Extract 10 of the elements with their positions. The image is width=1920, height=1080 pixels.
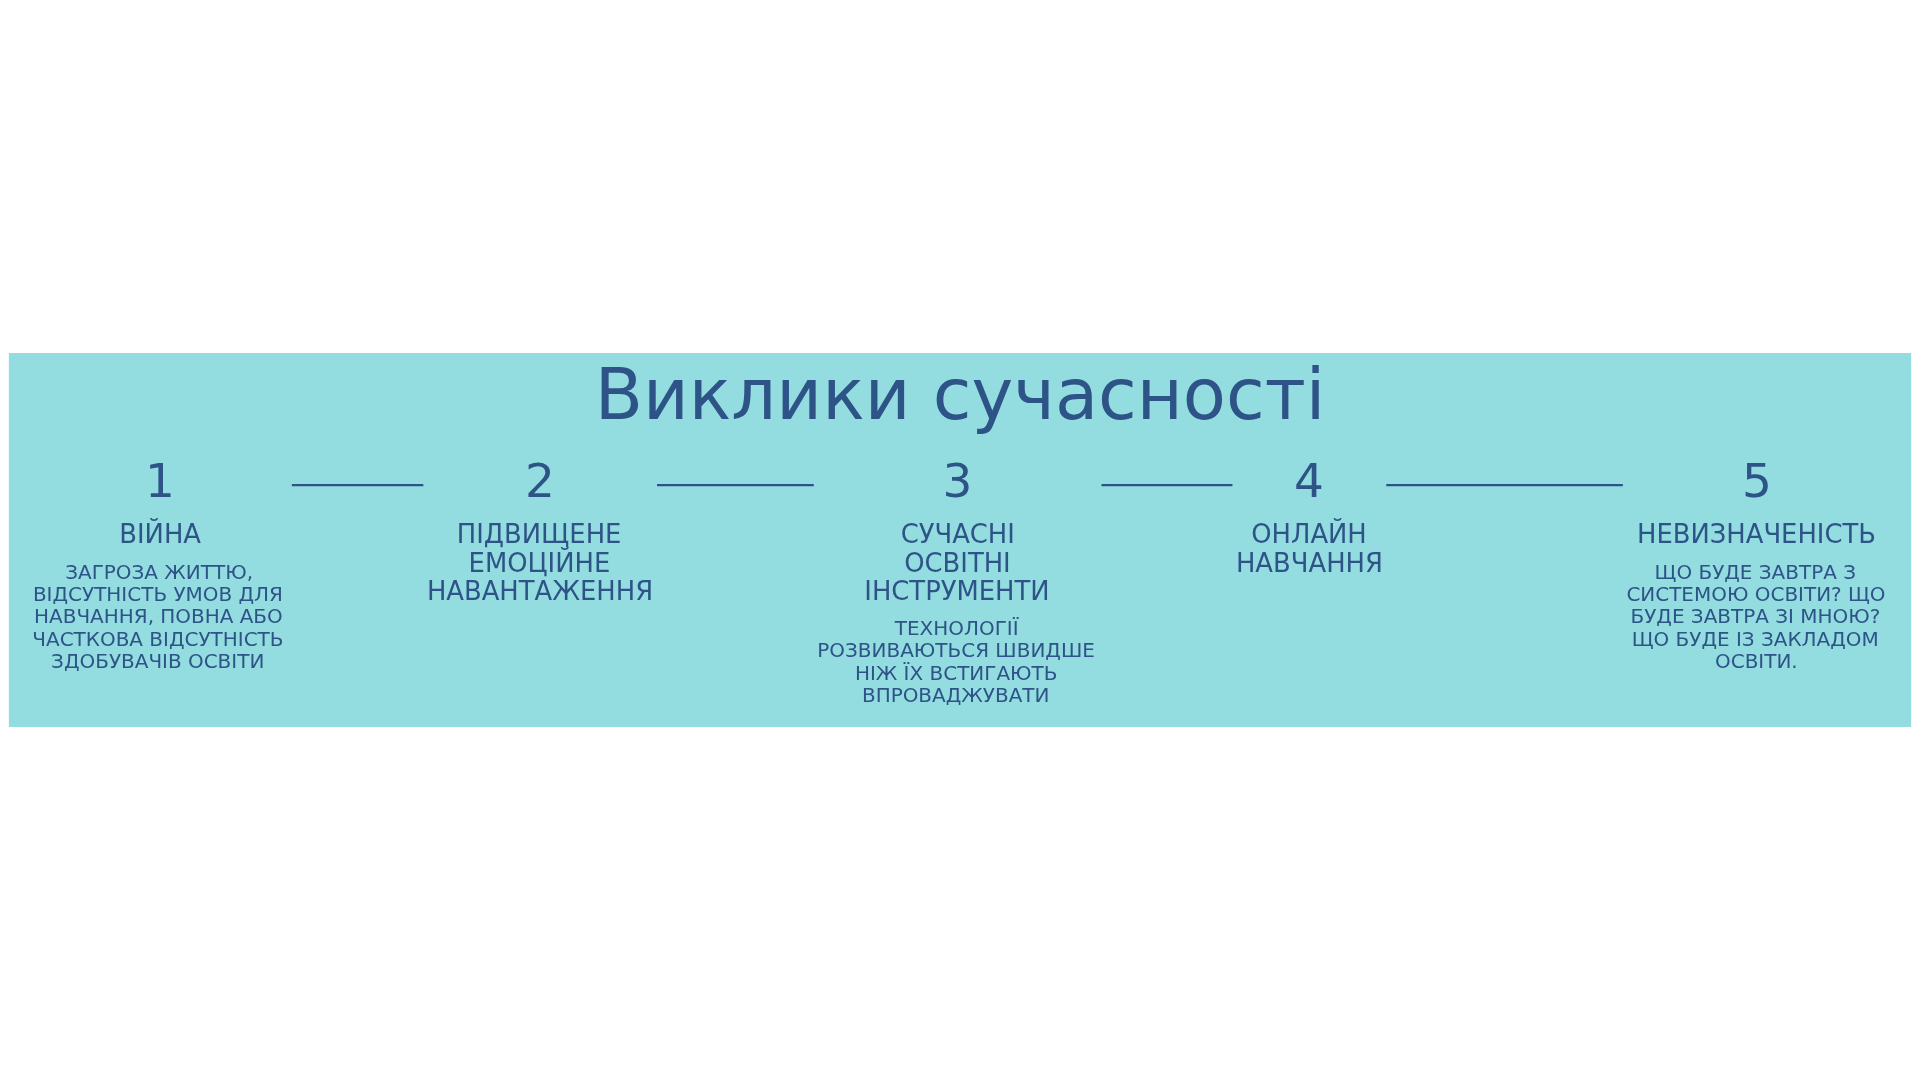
diagram-title: Виклики сучасності — [594, 353, 1326, 436]
connector — [1101, 483, 1233, 487]
connector — [1386, 483, 1623, 487]
connector — [291, 483, 424, 487]
node-text: 3 СУЧАСНІ ОСВІТНІ ІНСТРУМЕНТИ ТЕХНОЛОГІЇ РОЗВИВАЮТЬСЯ ШВИДШЕ НІЖ ЇХ ВСТИГАЮТЬ ВПРОВАДЖУВАТИ — [817, 452, 1095, 707]
connector — [657, 483, 814, 487]
node-text: 2 ПІДВИЩЕНЕ ЕМОЦІЙНЕ НАВАНТАЖЕННЯ — [426, 452, 654, 606]
node-text: 1 ВІЙНА ЗАГРОЗА ЖИТТЮ, ВІДСУТНІСТЬ УМОВ ДЛЯ НАВЧАННЯ, ПОВНА АБО ЧАСТКОВА ВІДСУТНІСТЬ ЗДОБУВАЧІВ ОСВІТИ — [32, 452, 284, 673]
node-text: 5 НЕВИЗНАЧЕНІСТЬ ЩО БУДЕ ЗАВТРА З СИСТЕМОЮ ОСВІТИ? ЩО БУДЕ ЗАВТРА ЗІ МНОЮ? ЩО БУДЕ ІЗ ЗАКЛАДОМ ОСВІТИ. — [1626, 452, 1886, 673]
node-text: 4 ОНЛАЙН НАВЧАННЯ — [1235, 452, 1383, 578]
